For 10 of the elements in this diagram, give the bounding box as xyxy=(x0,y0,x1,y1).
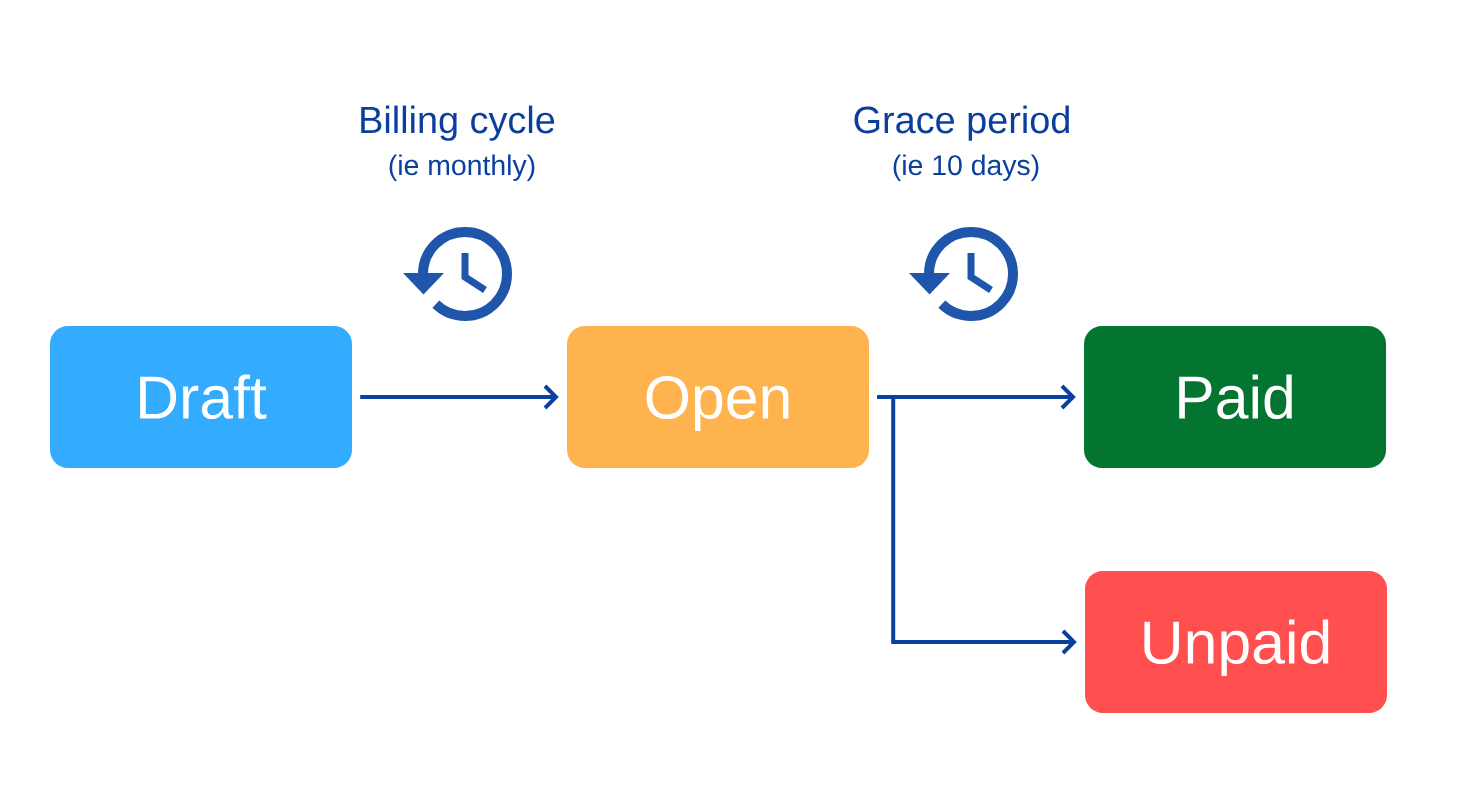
state-box: Open xyxy=(567,326,869,468)
state-box: Draft xyxy=(50,326,352,468)
arrow xyxy=(360,384,559,410)
example-note: (ie monthly) xyxy=(389,154,535,181)
state-box: Unpaid xyxy=(1085,571,1387,713)
interval-label: Grace period xyxy=(854,105,1069,141)
arrow xyxy=(877,395,1077,655)
example-note: (ie 10 days) xyxy=(893,154,1039,181)
interval-label: Billing cycle xyxy=(361,105,555,141)
state-box: Paid xyxy=(1084,326,1386,468)
